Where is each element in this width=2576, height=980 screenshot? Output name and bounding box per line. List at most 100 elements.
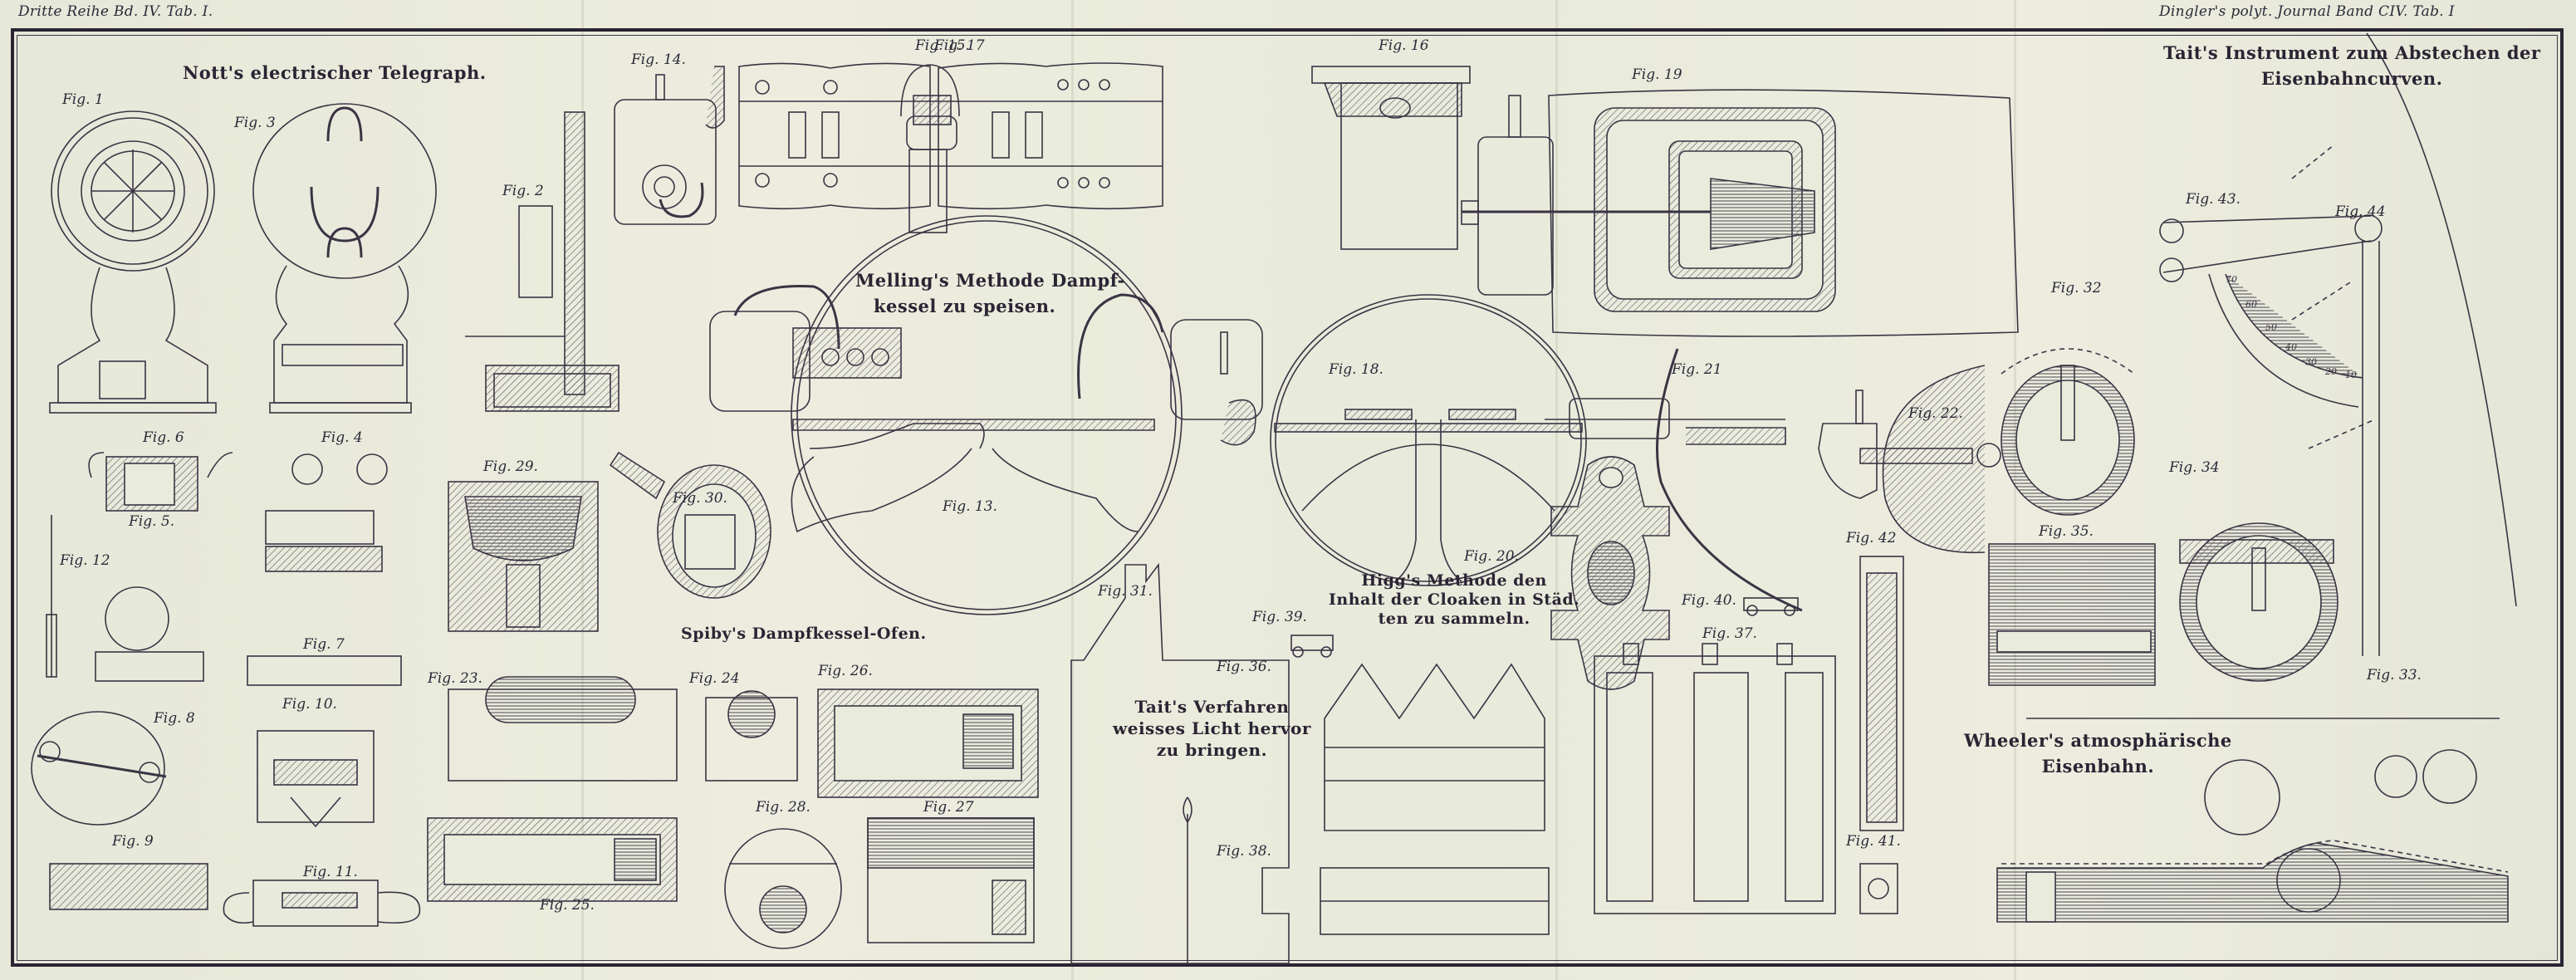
figure-24-drawing bbox=[705, 690, 798, 782]
title-line: Wheeler's atmosphärische bbox=[1964, 730, 2232, 751]
figure-26-drawing bbox=[817, 688, 1039, 798]
figure-19-label: Fig. 19 bbox=[1632, 66, 1682, 83]
figure-9-drawing bbox=[49, 863, 208, 910]
figure-17-drawing bbox=[738, 62, 1163, 210]
figure-22-drawing bbox=[1818, 365, 2001, 554]
figure-39-label: Fig. 39. bbox=[1252, 609, 1307, 625]
figure-31-drawing bbox=[1070, 562, 1290, 964]
figure-29-label: Fig. 29. bbox=[483, 458, 538, 475]
fold-line bbox=[1071, 0, 1074, 980]
header-series: Dritte Reihe Bd. IV. Tab. I. bbox=[18, 3, 213, 20]
figure-34-label: Fig. 34 bbox=[2169, 459, 2220, 476]
figure-30-label: Fig. 30. bbox=[673, 490, 727, 507]
figure-2-drawing bbox=[465, 111, 620, 412]
figure-32-label: Fig. 32 bbox=[2051, 280, 2102, 296]
figure-1-label: Fig. 1 bbox=[62, 91, 104, 108]
figure-42-label: Fig. 42 bbox=[1846, 530, 1897, 546]
scale-label: 40 bbox=[2285, 341, 2297, 352]
figure-17-label: Fig. 17 bbox=[934, 37, 985, 54]
figure-14-drawing bbox=[614, 66, 725, 225]
figure-6-drawing bbox=[88, 452, 233, 512]
figure-35-label: Fig. 35. bbox=[2039, 523, 2094, 540]
figure-32-drawing bbox=[2001, 348, 2135, 516]
title-line: kessel zu speisen. bbox=[874, 296, 1056, 316]
figure-2-label: Fig. 2 bbox=[502, 183, 544, 199]
figure-10-drawing bbox=[257, 730, 375, 828]
header-journal: Dingler's polyt. Journal Band CIV. Tab. … bbox=[2159, 3, 2455, 20]
figure-43-drawing bbox=[2159, 32, 2517, 656]
figure-28-drawing bbox=[724, 828, 842, 949]
title-line: Eisenbahncurven. bbox=[2260, 68, 2443, 89]
figure-18-drawing bbox=[1270, 294, 1587, 586]
title-line: Higg's Methode den bbox=[1361, 571, 1547, 590]
figure-4-drawing bbox=[265, 453, 388, 572]
title-line: Melling's Methode Dampf- bbox=[855, 270, 1125, 291]
scale-label: 50 bbox=[2265, 322, 2277, 333]
fold-line bbox=[2014, 0, 2016, 980]
figure-39-drawing bbox=[1290, 635, 1334, 658]
figure-8-label: Fig. 8 bbox=[154, 710, 195, 727]
figure-5-label: Fig. 5. bbox=[129, 513, 175, 530]
title-nott-telegraph: Nott's electrischer Telegraph. bbox=[183, 60, 487, 86]
figure-38-drawing bbox=[1320, 867, 1550, 935]
title-line: ten zu sammeln. bbox=[1378, 610, 1530, 628]
figure-31-label: Fig. 31. bbox=[1098, 583, 1153, 600]
figure-44-label: Fig. 44 bbox=[2335, 203, 2386, 220]
figure-25-drawing bbox=[427, 817, 678, 902]
figure-11-label: Fig. 11. bbox=[303, 864, 358, 880]
title-line: Tait's Verfahren bbox=[1134, 697, 1290, 717]
figure-37-label: Fig. 37. bbox=[1702, 625, 1757, 642]
figure-24-label: Fig. 24 bbox=[689, 670, 740, 687]
title-spiby-furnace: Spiby's Dampfkessel-Ofen. bbox=[681, 621, 927, 647]
figure-8-drawing bbox=[31, 711, 167, 826]
figure-41-label: Fig. 41. bbox=[1846, 833, 1901, 850]
figure-5-drawing bbox=[95, 586, 204, 682]
title-tait-white-light: Tait's Verfahren weisses Licht hervor zu… bbox=[1113, 696, 1311, 761]
figure-15-drawing bbox=[900, 64, 960, 233]
title-melling-boiler-feed: Melling's Methode Dampf- kessel zu speis… bbox=[855, 267, 1125, 319]
figure-3-drawing bbox=[252, 103, 437, 414]
figure-20-label: Fig. 20. bbox=[1464, 548, 1519, 565]
figure-36-label: Fig. 36. bbox=[1217, 659, 1271, 675]
figure-3-label: Fig. 3 bbox=[234, 115, 276, 131]
title-line: weisses Licht hervor bbox=[1113, 718, 1311, 738]
title-tait-instrument: Tait's Instrument zum Abstechen der Eise… bbox=[2163, 40, 2540, 91]
plate-border bbox=[11, 28, 2564, 967]
fold-line bbox=[1555, 0, 1558, 980]
figure-4-label: Fig. 4 bbox=[321, 429, 363, 446]
figure-16-drawing bbox=[1311, 66, 1471, 250]
plate-inner-border bbox=[17, 35, 2558, 961]
scale-label: 30 bbox=[2305, 357, 2317, 368]
figure-43-label: Fig. 43. bbox=[2186, 191, 2241, 208]
figure-33-drawing bbox=[1996, 718, 2509, 923]
figure-6-label: Fig. 6 bbox=[143, 429, 184, 446]
figure-27-label: Fig. 27 bbox=[923, 799, 974, 816]
scale-label: 70 bbox=[2226, 274, 2237, 285]
figure-38-label: Fig. 38. bbox=[1217, 843, 1271, 860]
figure-12-label: Fig. 12 bbox=[60, 552, 110, 569]
figure-12-drawing bbox=[46, 515, 57, 678]
figure-23-label: Fig. 23. bbox=[428, 670, 482, 687]
figure-21-label: Fig. 21 bbox=[1672, 361, 1722, 378]
scale-label: 10 bbox=[2345, 370, 2357, 380]
scale-label: 20 bbox=[2324, 366, 2337, 377]
figure-7-label: Fig. 7 bbox=[303, 636, 345, 653]
figure-7-drawing bbox=[247, 655, 402, 686]
figure-15-label: Fig. 15. bbox=[915, 37, 970, 54]
figure-35-drawing bbox=[1988, 543, 2156, 686]
figure-22-label: Fig. 22. bbox=[1908, 405, 1963, 422]
figure-11-drawing bbox=[223, 880, 421, 927]
figure-40-drawing bbox=[1743, 597, 1799, 616]
title-wheeler-railway: Wheeler's atmosphärische Eisenbahn. bbox=[1964, 728, 2232, 779]
figure-37-drawing bbox=[1594, 643, 1836, 914]
figure-29-drawing bbox=[448, 481, 599, 632]
figure-27-drawing bbox=[867, 817, 1035, 943]
figure-21-drawing bbox=[1545, 348, 1803, 612]
figure-26-label: Fig. 26. bbox=[818, 663, 873, 679]
figure-19-drawing bbox=[1461, 89, 2019, 337]
title-line: Spiby's Dampfkessel-Ofen. bbox=[681, 625, 927, 643]
figure-28-label: Fig. 28. bbox=[756, 799, 811, 816]
figure-23-drawing bbox=[448, 676, 678, 782]
